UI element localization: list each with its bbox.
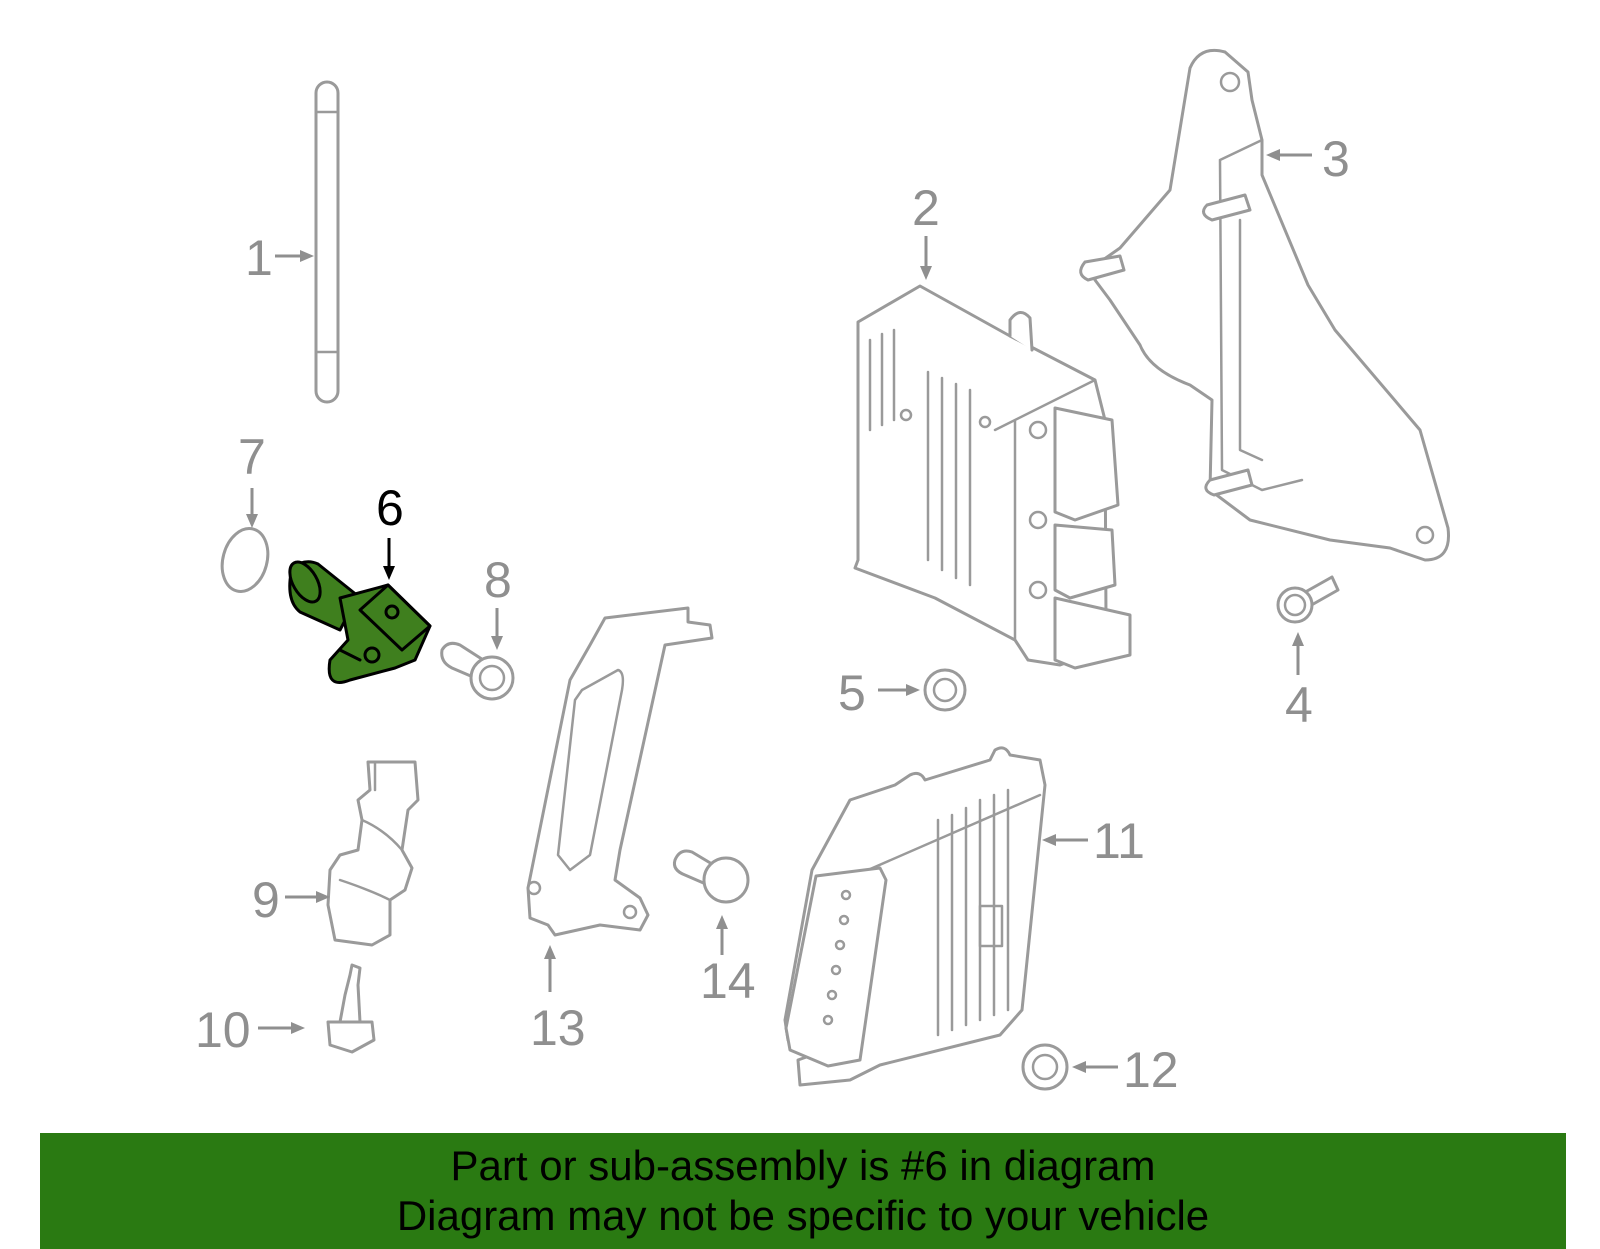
svg-text:2: 2 — [912, 180, 940, 236]
part-14-bolt[interactable] — [673, 849, 750, 904]
callout-13: 13 — [530, 945, 586, 1056]
part-12-nut[interactable] — [1021, 1043, 1069, 1091]
svg-text:14: 14 — [700, 953, 756, 1009]
part-2-control-module[interactable] — [853, 284, 1132, 670]
svg-text:10: 10 — [195, 1002, 251, 1058]
part-10-screw[interactable] — [326, 963, 376, 1054]
svg-text:4: 4 — [1285, 677, 1313, 733]
part-3-bracket[interactable] — [1079, 48, 1451, 562]
callout-4: 4 — [1285, 632, 1313, 733]
svg-text:3: 3 — [1322, 131, 1350, 187]
svg-text:1: 1 — [245, 230, 273, 286]
callout-9: 9 — [252, 872, 330, 928]
svg-text:5: 5 — [838, 665, 866, 721]
svg-text:11: 11 — [1093, 813, 1145, 869]
svg-text:8: 8 — [484, 552, 512, 608]
callout-10: 10 — [195, 1002, 305, 1058]
svg-text:7: 7 — [238, 429, 266, 485]
part-7-o-ring[interactable] — [215, 523, 274, 596]
part-8-bolt[interactable] — [440, 641, 515, 701]
banner-line-2: Diagram may not be specific to your vehi… — [396, 1192, 1210, 1239]
callout-1: 1 — [245, 230, 314, 286]
banner-line-1: Part or sub-assembly is #6 in diagram — [450, 1142, 1156, 1189]
callout-2: 2 — [912, 180, 940, 280]
info-banner: Part or sub-assembly is #6 in diagram Di… — [40, 1133, 1566, 1249]
part-6-sensor[interactable] — [284, 557, 432, 684]
parts-diagram: 1 2 3 — [195, 48, 1451, 1098]
callout-5: 5 — [838, 665, 920, 721]
svg-text:13: 13 — [530, 1000, 586, 1056]
svg-text:12: 12 — [1123, 1042, 1179, 1098]
part-9-sensor[interactable] — [326, 760, 420, 947]
callout-14: 14 — [700, 915, 756, 1009]
callout-6: 6 — [376, 480, 404, 580]
part-4-bolt[interactable] — [1276, 575, 1340, 624]
callout-8: 8 — [484, 552, 512, 650]
callout-3: 3 — [1266, 131, 1350, 187]
callout-11: 11 — [1042, 813, 1145, 869]
callout-12: 12 — [1072, 1042, 1179, 1098]
svg-text:6: 6 — [376, 480, 404, 536]
callout-7: 7 — [238, 429, 266, 528]
part-5-nut[interactable] — [923, 668, 967, 712]
part-11-ecm[interactable] — [783, 746, 1047, 1087]
part-1-rod[interactable] — [314, 80, 340, 404]
part-13-bracket[interactable] — [526, 606, 714, 937]
svg-text:9: 9 — [252, 872, 280, 928]
